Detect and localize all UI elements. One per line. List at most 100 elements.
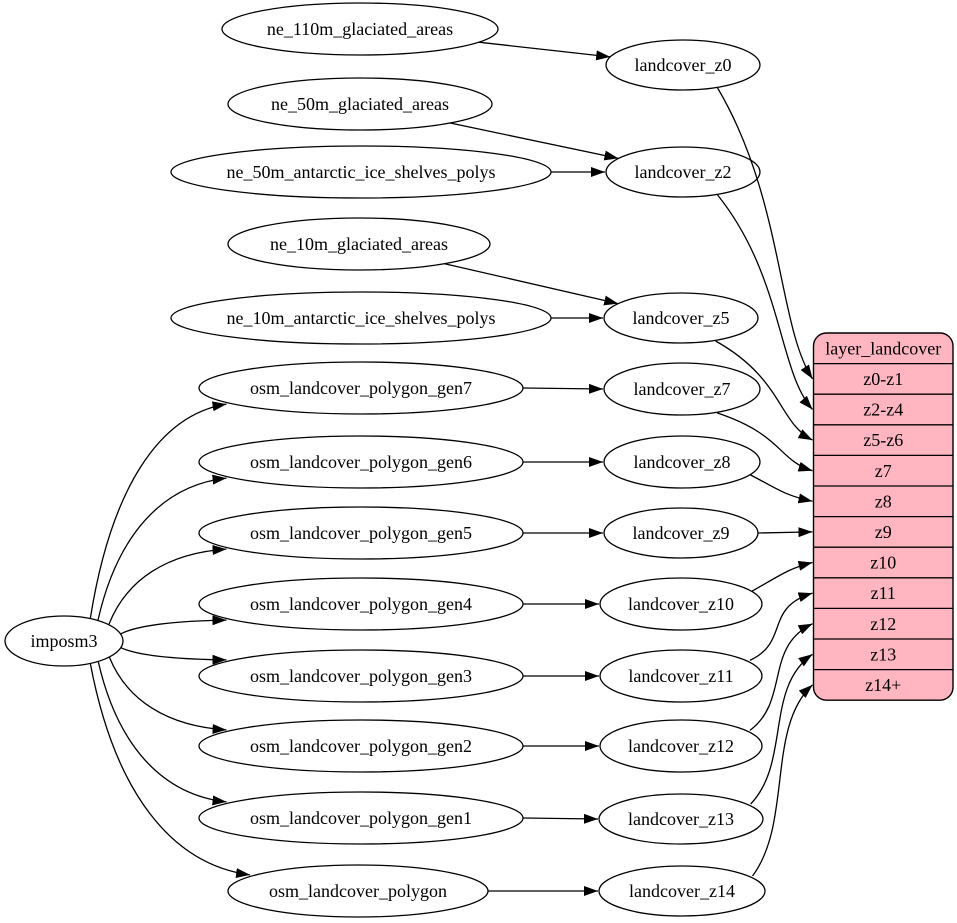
node-ne_10m_glaciated_areas: ne_10m_glaciated_areas (227, 217, 491, 271)
node-ellipse-ne_110m_glaciated_areas (221, 2, 499, 56)
node-osm_landcover_polygon_gen5: osm_landcover_polygon_gen5 (198, 506, 524, 560)
node-landcover_z8: landcover_z8 (603, 435, 761, 489)
table-row-z0-z1: z0-z1 (863, 369, 903, 389)
node-label-landcover_z5: landcover_z5 (633, 308, 730, 328)
table-row-z12: z12 (870, 614, 896, 634)
node-label-landcover_z0: landcover_z0 (635, 55, 732, 75)
node-landcover_z7: landcover_z7 (603, 362, 761, 416)
node-landcover_z10: landcover_z10 (599, 577, 763, 631)
node-ellipse-landcover_z0 (605, 39, 761, 91)
node-label-landcover_z9: landcover_z9 (633, 523, 730, 543)
node-landcover_z5: landcover_z5 (603, 292, 759, 344)
node-ellipse-ne_50m_glaciated_areas (227, 77, 493, 131)
node-label-landcover_z10: landcover_z10 (628, 594, 734, 614)
node-osm_landcover_polygon_gen7: osm_landcover_polygon_gen7 (198, 361, 524, 415)
table-layer_landcover: layer_landcover z0-z1 z2-z4 z5-z6 z7 z8 z9 z10 z… (812, 332, 954, 701)
node-label-osm_landcover_polygon_gen6: osm_landcover_polygon_gen6 (250, 452, 472, 472)
edge-ne_50m_glaciated_areas-to-landcover_z2 (450, 122, 619, 161)
node-label-osm_landcover_polygon_gen7: osm_landcover_polygon_gen7 (250, 378, 472, 398)
table-row-z5-z6: z5-z6 (863, 430, 903, 450)
edge-imposm3-to-osm_landcover_polygon_gen7 (89, 401, 227, 619)
node-label-osm_landcover_polygon_gen5: osm_landcover_polygon_gen5 (250, 523, 472, 543)
node-label-landcover_z11: landcover_z11 (628, 666, 733, 686)
node-landcover_z0: landcover_z0 (605, 39, 761, 91)
node-landcover_z14: landcover_z14 (598, 865, 766, 917)
edge-imposm3-to-osm_landcover_polygon_gen3 (120, 647, 227, 665)
edge-landcover_z14-to-row-z14+ (751, 684, 813, 877)
edge-landcover_z12-to-row-z12 (749, 623, 813, 731)
node-label-landcover_z13: landcover_z13 (628, 809, 734, 829)
edge-ne_10m_glaciated_areas-to-landcover_z5 (444, 263, 619, 306)
node-osm_landcover_polygon: osm_landcover_polygon (227, 864, 489, 918)
node-ellipse-landcover_z5 (603, 292, 759, 344)
node-ellipse-landcover_z11 (599, 649, 763, 703)
node-label-osm_landcover_polygon_gen1: osm_landcover_polygon_gen1 (250, 808, 472, 828)
node-ellipse-landcover_z8 (603, 435, 761, 489)
edge-ne_110m_glaciated_areas-to-landcover_z0 (478, 41, 611, 61)
node-osm_landcover_polygon_gen3: osm_landcover_polygon_gen3 (198, 649, 524, 703)
edge-imposm3-to-osm_landcover_polygon_gen2 (108, 656, 227, 735)
node-osm_landcover_polygon_gen6: osm_landcover_polygon_gen6 (198, 435, 524, 489)
edge-imposm3-to-osm_landcover_polygon_gen1 (97, 661, 227, 806)
edge-landcover_z9-to-row-z9 (757, 527, 813, 538)
table-row-z14+: z14+ (865, 675, 901, 695)
table-row-z2-z4: z2-z4 (863, 400, 903, 420)
edge-landcover_z0-to-row-z0-z1 (717, 87, 814, 380)
edge-imposm3-to-osm_landcover_polygon_gen4 (120, 615, 227, 635)
node-ellipse-landcover_z7 (603, 362, 761, 416)
node-label-landcover_z14: landcover_z14 (629, 881, 735, 901)
node-ellipse-imposm3 (4, 615, 124, 667)
edge-imposm3-to-osm_landcover_polygon (89, 663, 251, 879)
node-osm_landcover_polygon_gen2: osm_landcover_polygon_gen2 (198, 719, 524, 773)
node-landcover_z12: landcover_z12 (599, 719, 763, 773)
node-label-landcover_z12: landcover_z12 (628, 736, 734, 756)
edge-landcover_z8-to-row-z8 (750, 474, 813, 504)
table-header-label: layer_landcover (825, 338, 941, 358)
edge-landcover_z5-to-row-z5-z6 (715, 340, 813, 441)
table-row-z11: z11 (871, 583, 896, 603)
node-ellipse-landcover_z12 (599, 719, 763, 773)
edge-landcover_z2-to-row-z2-z4 (717, 194, 813, 410)
edge-imposm3-to-osm_landcover_polygon_gen5 (108, 545, 227, 625)
node-label-osm_landcover_polygon_gen3: osm_landcover_polygon_gen3 (250, 666, 472, 686)
edge-landcover_z11-to-row-z11 (749, 592, 813, 661)
node-landcover_z13: landcover_z13 (598, 793, 764, 845)
edge-osm_landcover_polygon_gen7-to-landcover_z7 (522, 383, 604, 394)
node-label-ne_50m_antarctic_ice_shelves_polys: ne_50m_antarctic_ice_shelves_polys (227, 162, 496, 182)
node-label-landcover_z2: landcover_z2 (635, 162, 732, 182)
edge-landcover_z10-to-row-z10 (751, 561, 813, 592)
table-row-z9: z9 (875, 522, 892, 542)
node-landcover_z9: landcover_z9 (603, 507, 759, 559)
table-row-z7: z7 (875, 461, 892, 481)
edge-osm_landcover_polygon_gen1-to-landcover_z13 (522, 813, 599, 824)
node-ellipse-landcover_z13 (598, 793, 764, 845)
node-landcover_z11: landcover_z11 (599, 649, 763, 703)
node-ellipse-landcover_z14 (598, 865, 766, 917)
table-row-z10: z10 (870, 553, 896, 573)
node-ellipse-ne_10m_glaciated_areas (227, 217, 491, 271)
node-label-osm_landcover_polygon: osm_landcover_polygon (269, 881, 447, 901)
node-label-landcover_z8: landcover_z8 (634, 452, 731, 472)
node-imposm3: imposm3 (4, 615, 124, 667)
node-osm_landcover_polygon_gen4: osm_landcover_polygon_gen4 (198, 577, 524, 631)
node-label-ne_50m_glaciated_areas: ne_50m_glaciated_areas (271, 94, 449, 114)
node-label-ne_110m_glaciated_areas: ne_110m_glaciated_areas (267, 19, 453, 39)
node-label-osm_landcover_polygon_gen4: osm_landcover_polygon_gen4 (250, 594, 472, 614)
node-label-landcover_z7: landcover_z7 (634, 379, 731, 399)
edge-landcover_z7-to-row-z7 (716, 412, 813, 472)
edge-imposm3-to-osm_landcover_polygon_gen6 (97, 474, 227, 621)
node-ellipse-landcover_z10 (599, 577, 763, 631)
node-ne_110m_glaciated_areas: ne_110m_glaciated_areas (221, 2, 499, 56)
node-ellipse-landcover_z2 (605, 146, 761, 198)
node-label-osm_landcover_polygon_gen2: osm_landcover_polygon_gen2 (250, 736, 472, 756)
table-row-z8: z8 (875, 491, 892, 511)
edge-landcover_z13-to-row-z13 (750, 653, 813, 805)
node-osm_landcover_polygon_gen1: osm_landcover_polygon_gen1 (198, 791, 524, 845)
node-ne_50m_antarctic_ice_shelves_polys: ne_50m_antarctic_ice_shelves_polys (170, 145, 552, 199)
node-ne_50m_glaciated_areas: ne_50m_glaciated_areas (227, 77, 493, 131)
node-label-ne_10m_glaciated_areas: ne_10m_glaciated_areas (270, 234, 448, 254)
node-landcover_z2: landcover_z2 (605, 146, 761, 198)
node-label-ne_10m_antarctic_ice_shelves_polys: ne_10m_antarctic_ice_shelves_polys (227, 308, 496, 328)
